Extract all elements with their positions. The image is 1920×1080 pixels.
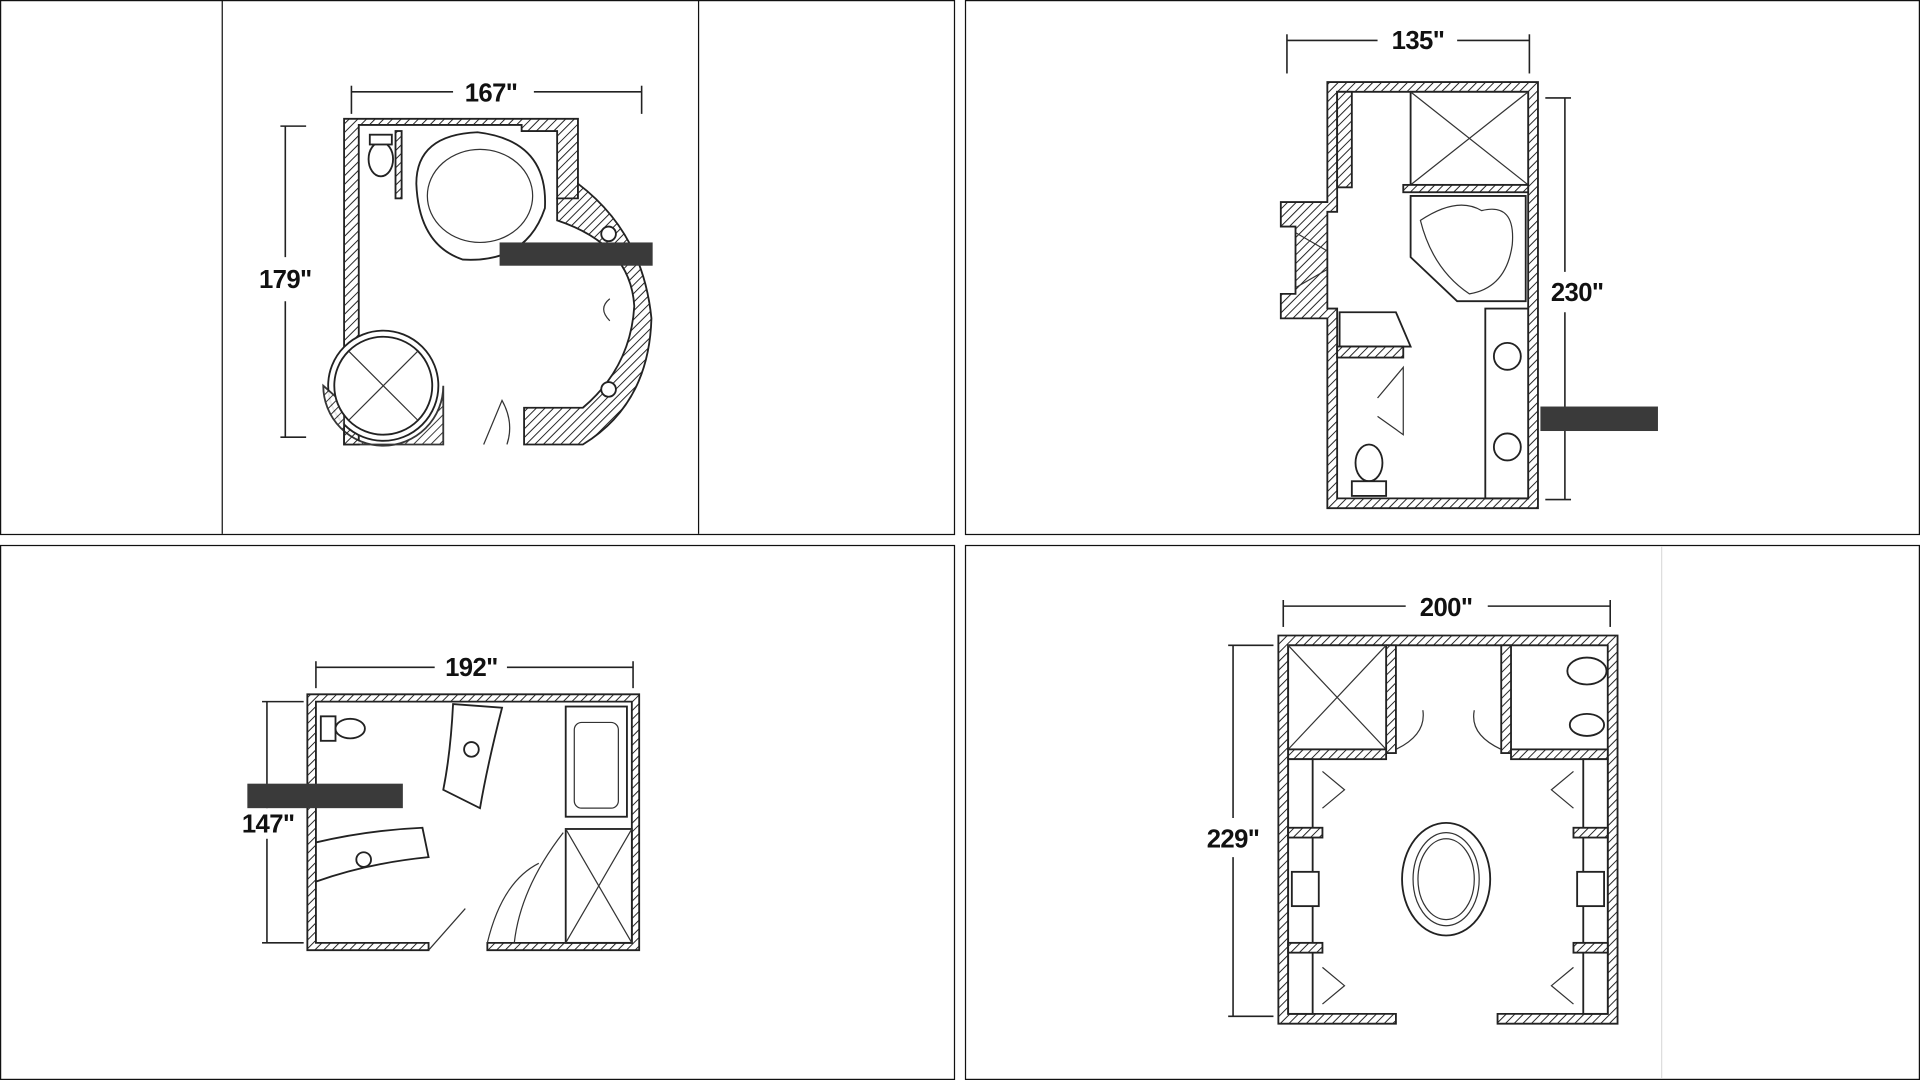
floor-plan-4: 200" 229"	[1207, 594, 1619, 1025]
height-dimension: 229"	[1207, 644, 1274, 1018]
width-label: 167"	[465, 80, 518, 108]
height-label: 230"	[1551, 279, 1604, 307]
width-dimension: 200"	[1282, 594, 1612, 627]
height-dimension: 179"	[259, 125, 312, 438]
redaction-bar	[1540, 406, 1658, 432]
floor-plan-1: 167" 179"	[259, 80, 653, 447]
floor-plan-2: 135" 230"	[1279, 27, 1658, 510]
height-label: 229"	[1207, 825, 1260, 853]
width-dimension: 192"	[315, 654, 634, 689]
height-label: 179"	[259, 266, 312, 294]
height-label: 147"	[242, 811, 295, 839]
height-dimension: 147"	[242, 700, 304, 944]
panel-1-frame	[0, 0, 956, 536]
width-dimension: 167"	[350, 80, 643, 114]
width-label: 192"	[445, 654, 498, 682]
width-dimension: 135"	[1286, 27, 1531, 74]
floor-plan-3: 192" 147"	[242, 654, 641, 952]
redaction-bar	[247, 783, 403, 809]
width-label: 135"	[1392, 27, 1445, 55]
panel-3-frame	[0, 544, 956, 1080]
width-label: 200"	[1420, 594, 1473, 622]
height-dimension: 230"	[1545, 97, 1604, 501]
panel-4-frame	[964, 544, 1920, 1080]
redaction-bar	[499, 242, 653, 266]
